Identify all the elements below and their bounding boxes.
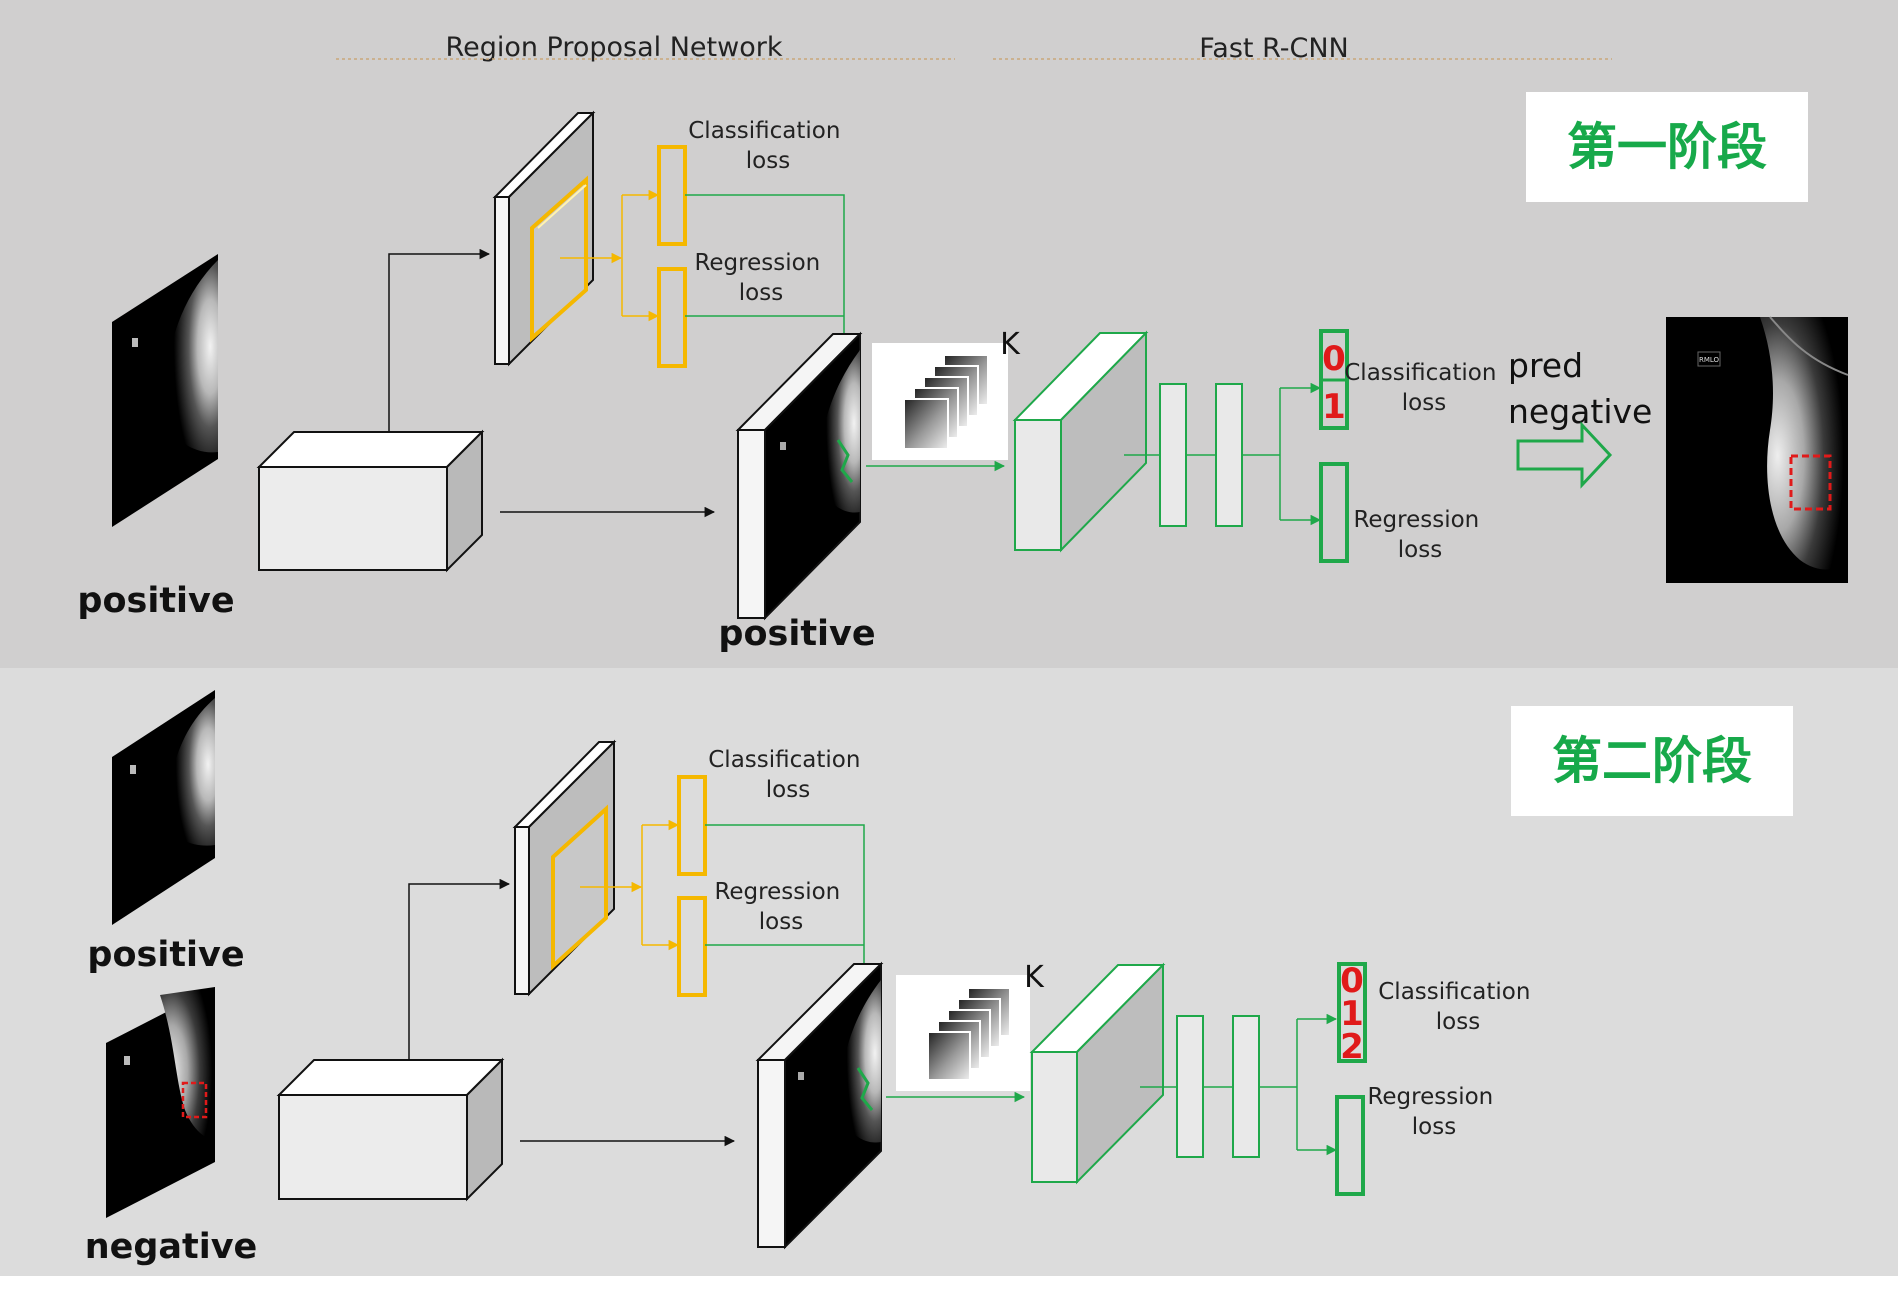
stage2-backbone-block bbox=[276, 1057, 505, 1202]
stage1-rpn-feature-slab bbox=[492, 110, 596, 367]
stage1-reg-output bbox=[1319, 462, 1349, 563]
stage1-out-cls-label: Classification loss bbox=[1344, 360, 1504, 416]
stage1-pred-label: pred negative bbox=[1508, 346, 1652, 431]
stage2-class-id-2: 2 bbox=[1340, 1027, 1364, 1067]
stage1-class-id-1: 1 bbox=[1322, 387, 1346, 427]
stage1-backbone-block bbox=[256, 429, 485, 573]
stage1-rpn-reg-label: Regression loss bbox=[694, 250, 827, 306]
stage2-input-mammogram-negative bbox=[106, 987, 215, 1218]
stage2-fc-layer-2 bbox=[1232, 1015, 1260, 1158]
stage2-reg-output bbox=[1335, 1095, 1365, 1196]
stage1-fc-layer-1 bbox=[1159, 383, 1187, 527]
stage1-backbone-to-rpn-arrow bbox=[388, 248, 491, 432]
stage2-out-cls-label: Classification loss bbox=[1378, 979, 1538, 1035]
stage1-pred-box bbox=[1789, 454, 1832, 511]
stage2-rpn-branch-lines bbox=[580, 819, 680, 951]
stage2-class-id-1: 1 bbox=[1340, 994, 1364, 1034]
stage2-badge-box bbox=[1511, 706, 1793, 816]
stage1-feature-label: positive bbox=[718, 614, 875, 654]
stage2-input-mammogram-positive bbox=[112, 690, 215, 925]
stage1-class-id-0: 0 bbox=[1322, 339, 1346, 379]
stage2-negative-roi-box bbox=[181, 1081, 208, 1119]
stage2-feature-map bbox=[755, 961, 884, 1250]
stage2-rpn-cls-label: Classification loss bbox=[708, 747, 868, 803]
stage2-out-reg-label: Regression loss bbox=[1367, 1084, 1500, 1140]
stage1-k-label: K bbox=[1000, 327, 1021, 362]
stage1-prediction-mammogram: RMLO bbox=[1666, 316, 1849, 583]
stage2-cls-output bbox=[1337, 962, 1367, 1063]
stage1-input-label: positive bbox=[77, 581, 234, 621]
stage2-backbone-to-rpn-arrow bbox=[408, 878, 511, 1060]
stage2-class-id-0: 0 bbox=[1340, 961, 1364, 1001]
stage1-out-reg-label: Regression loss bbox=[1353, 507, 1486, 563]
stage1-rpn-branch-lines bbox=[560, 189, 660, 322]
stage1-pred-arrow-icon bbox=[1516, 421, 1613, 489]
stage2-input-label-negative: negative bbox=[85, 1227, 258, 1267]
stage1-feature-map bbox=[735, 331, 863, 621]
stage2-badge: 第二阶段 bbox=[1552, 732, 1752, 790]
stage2-roi-crops-stack bbox=[927, 987, 1011, 1081]
rpn-header: Region Proposal Network bbox=[446, 32, 783, 63]
stage1-roi-crops-stack bbox=[903, 354, 989, 450]
stage1-input-mammogram bbox=[112, 254, 218, 527]
stage1-thumb-tag: RMLO bbox=[1699, 356, 1720, 364]
stage1-fc-layer-2 bbox=[1215, 383, 1243, 527]
stage2-fc-layer-1 bbox=[1176, 1015, 1204, 1158]
stage1-badge-box bbox=[1526, 92, 1808, 202]
stage2-input-label-positive: positive bbox=[87, 935, 244, 975]
stage2-rpn-feature-slab bbox=[512, 739, 617, 997]
stage2-rcnn-head-block bbox=[1029, 962, 1166, 1185]
stage2-k-label: K bbox=[1024, 960, 1045, 995]
stage2-rpn-reg-label: Regression loss bbox=[714, 879, 847, 935]
stage1-fc-connectors bbox=[1124, 382, 1322, 526]
stage1-rpn-cls-label: Classification loss bbox=[688, 118, 848, 174]
stage2-fc-connectors bbox=[1140, 1013, 1338, 1156]
stage1-rpn-reg-output bbox=[657, 267, 687, 368]
stage1-rcnn-head-block bbox=[1012, 330, 1149, 553]
stage1-badge: 第一阶段 bbox=[1567, 118, 1767, 176]
stage2-rpn-reg-output bbox=[677, 896, 707, 997]
